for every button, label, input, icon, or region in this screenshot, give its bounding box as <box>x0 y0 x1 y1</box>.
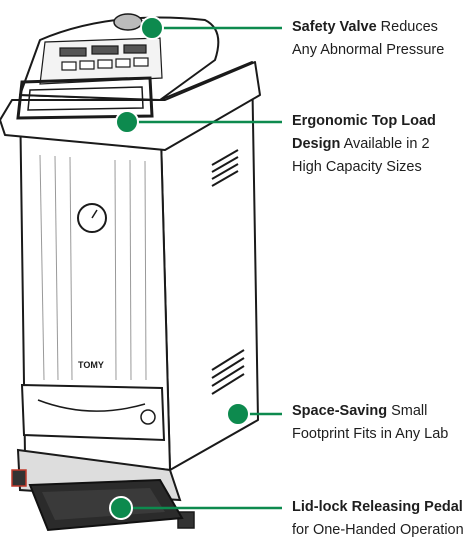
lower-drawer <box>20 383 166 442</box>
callout-top-load-title: Ergonomic Top Load <box>292 113 436 129</box>
marker-safety-valve <box>140 16 164 40</box>
callout-space-saving: Space-Saving Small Footprint Fits in Any… <box>292 400 448 446</box>
lid-handle <box>16 76 154 120</box>
callout-space-saving-line2: Footprint Fits in Any Lab <box>292 426 449 442</box>
callout-space-saving-title: Space-Saving <box>292 403 388 419</box>
front-ribs <box>39 154 147 381</box>
callout-pedal-title: Lid-lock Releasing Pedal <box>292 499 463 515</box>
callout-top-load-line3: High Capacity Sizes <box>292 159 422 175</box>
top-band <box>0 61 261 151</box>
callout-top-load-title2: Design <box>292 136 341 152</box>
callout-pedal: Lid-lock Releasing Pedal for One-Handed … <box>292 496 464 542</box>
callout-pedal-line2: for One-Handed Operation <box>292 522 464 538</box>
marker-pedal <box>109 496 133 520</box>
callout-safety-valve-text: Reduces <box>376 19 438 35</box>
side-vents <box>211 149 245 395</box>
foot-left <box>11 469 27 487</box>
marker-space-saving <box>226 402 250 426</box>
callout-safety-valve-line2: Any Abnormal Pressure <box>292 42 445 58</box>
safety-valve-grill <box>113 13 143 31</box>
callout-top-load: Ergonomic Top Load Design Available in 2… <box>292 110 436 179</box>
foot-right <box>177 511 195 529</box>
callout-safety-valve-title: Safety Valve <box>292 19 377 35</box>
marker-top-load <box>115 110 139 134</box>
brand-label: TOMY <box>78 360 104 370</box>
callout-space-saving-text: Small <box>387 403 428 419</box>
control-panel <box>39 37 163 85</box>
callout-top-load-text: Available in 2 <box>340 136 430 152</box>
callout-safety-valve: Safety Valve Reduces Any Abnormal Pressu… <box>292 16 444 62</box>
